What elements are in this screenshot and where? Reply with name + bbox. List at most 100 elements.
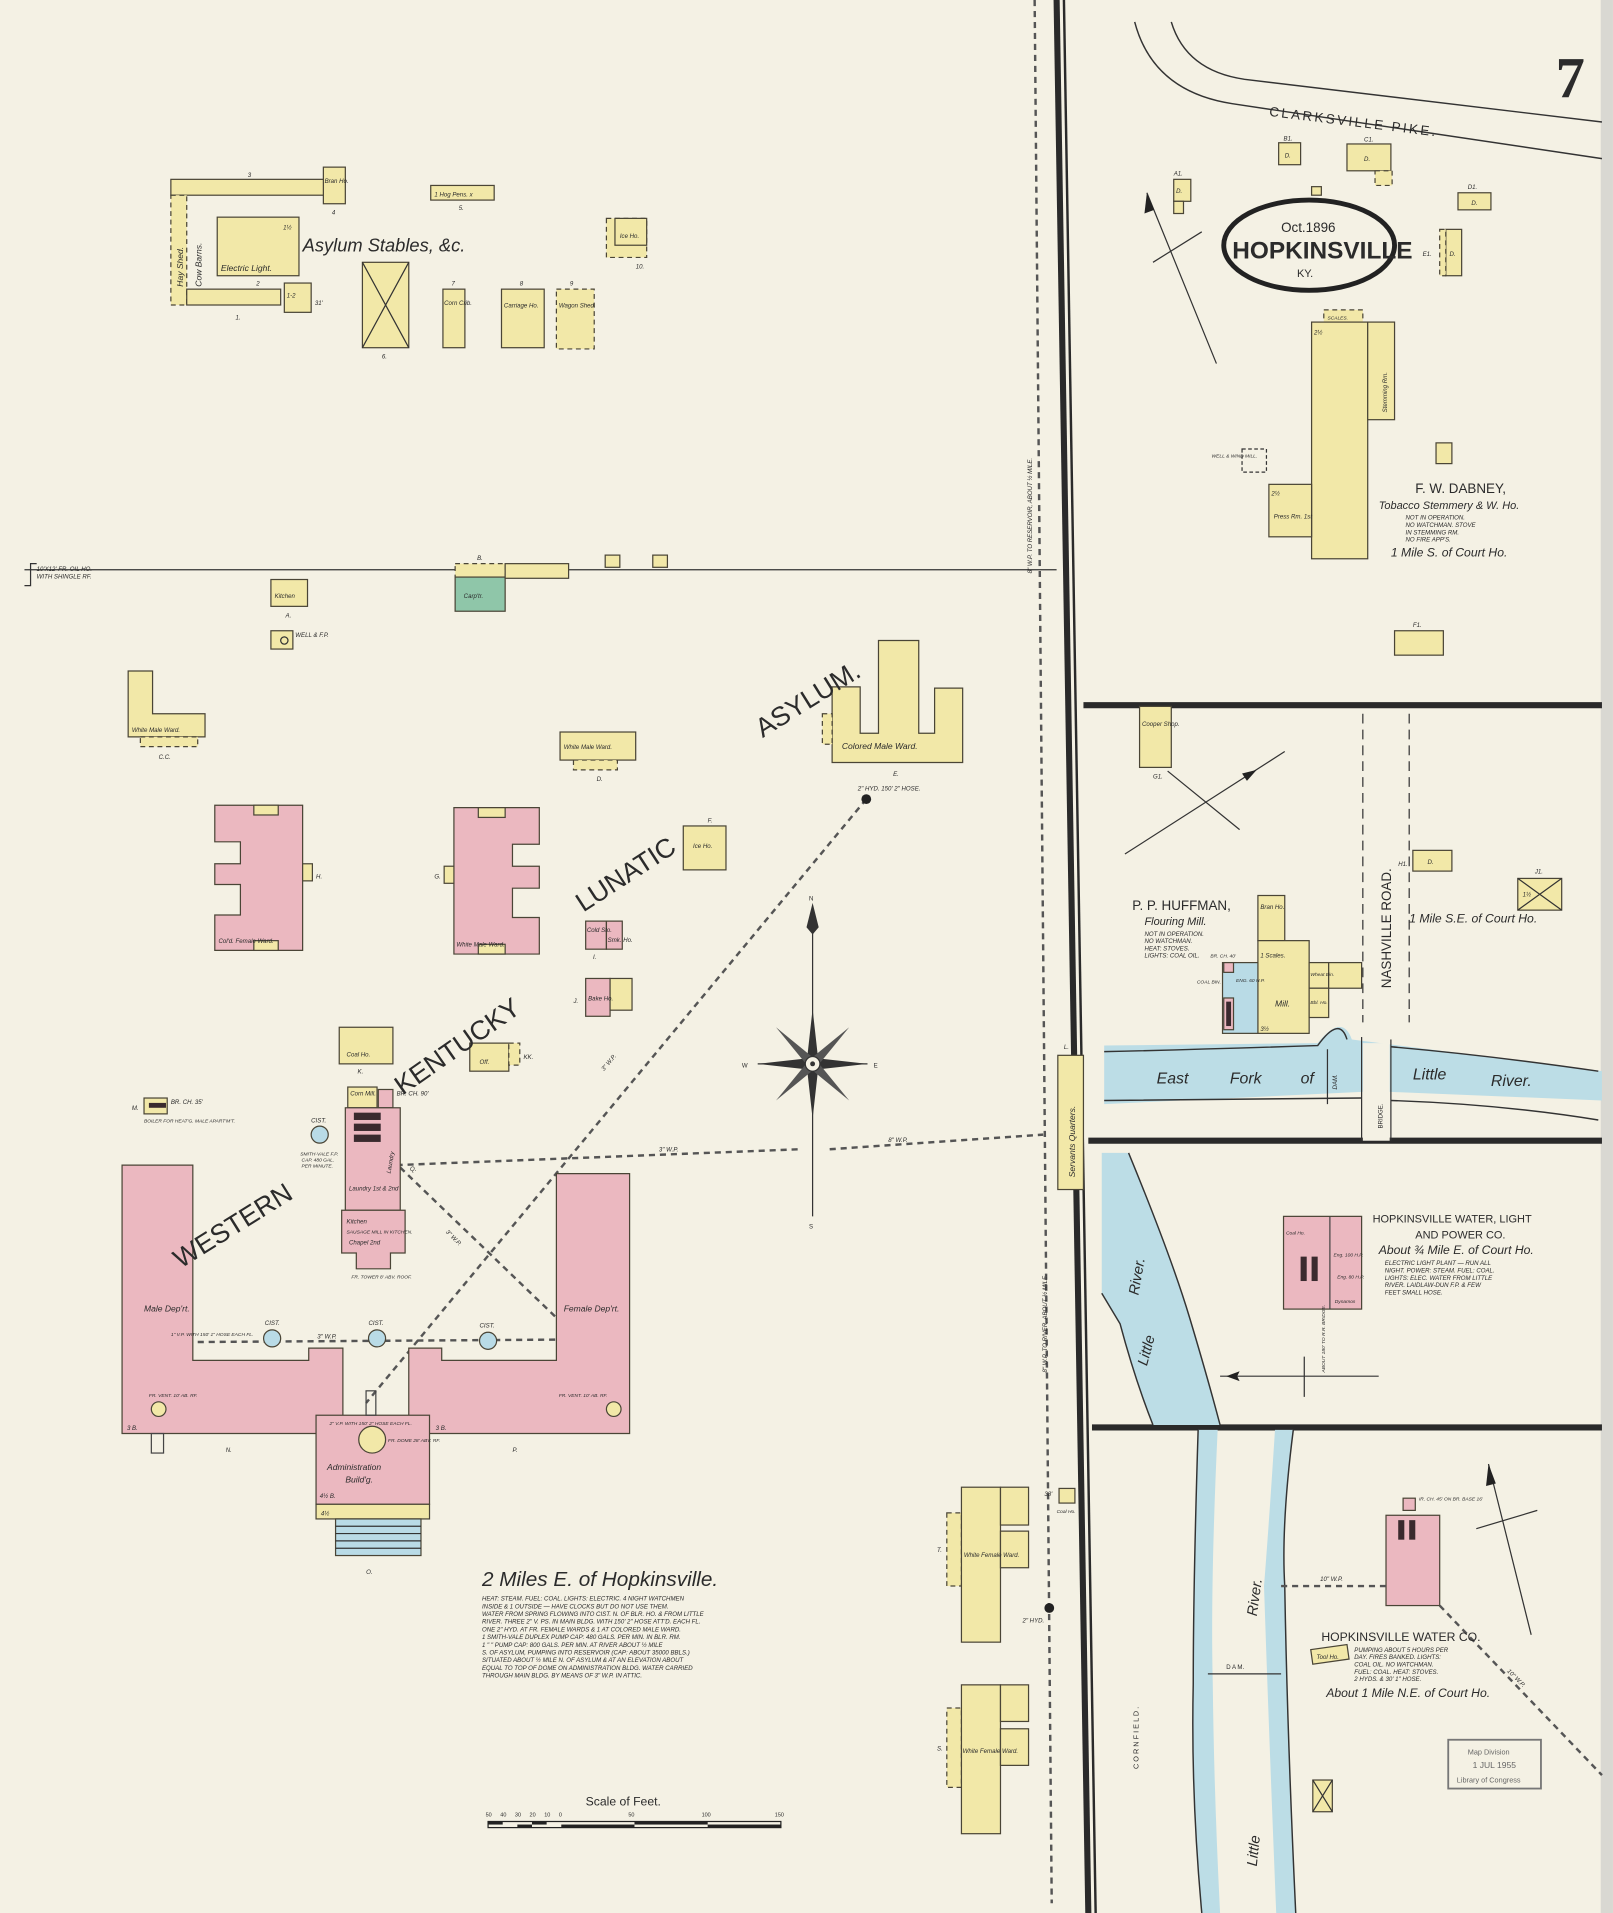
dabney-press-label: Press Rm. 1st: [1274, 514, 1313, 521]
water-light-rooms-1-label: Eng. 100 H.P.: [1334, 1253, 1364, 1259]
asylum-boiler-label: BOILER FOR HEAT'G. MALE APART'M'T.: [144, 1118, 235, 1124]
huffman-location-label: 1 Mile S.E. of Court Ho.: [1409, 911, 1537, 925]
asylum-cisterns-0-label: CIST.: [311, 1117, 326, 1124]
roads-dam2-label: D A M.: [1226, 1664, 1244, 1671]
cooper-shop: [1138, 705, 1172, 769]
white-male-ward-cc: [127, 670, 206, 738]
asylum-vp-admin-label: 2" V.P. WITH 150' 2" HOSE EACH FL.: [328, 1421, 412, 1427]
map-mark: [477, 807, 506, 819]
water-co-notes-1-label: DAY. FIRES BANKED. LIGHTS:: [1354, 1654, 1441, 1661]
asylum-sb-left-label: 3 B.: [127, 1425, 138, 1432]
map-mark: [1409, 1520, 1416, 1540]
asylum-corn-mill-label: Corn Mill.: [350, 1091, 376, 1098]
map-mark: [1362, 1043, 1390, 1141]
map-mark: [148, 1102, 166, 1108]
asylum-cisterns-2-label: CIST.: [369, 1320, 384, 1327]
sheet-edge: [1600, 0, 1613, 1913]
east-fork-little-river: BRIDGE. DAM. East Fork of Little River.: [1104, 1026, 1602, 1141]
compass-s-label: S: [809, 1224, 813, 1231]
asylum-well-label: WELL & F.P.: [295, 632, 329, 639]
asylum-notes-text: HEAT: STEAM. FUEL: COAL. LIGHTS: ELECTRI…: [482, 1596, 705, 1680]
asylum-sb-right-label: 3 B.: [436, 1425, 447, 1432]
ice-house-f: [682, 825, 727, 871]
water-light-power-co: Little River. Coal Ho. Eng. 100 H.P. Eng…: [1101, 1152, 1534, 1426]
dabney-location-label: 1 Mile S. of Court Ho.: [1391, 545, 1508, 559]
asylum-wards-cold-female-label: Col'd. Female Ward.: [218, 938, 273, 945]
asylum-fr-tower-label: FR. TOWER 8' ABV. ROOF.: [351, 1275, 412, 1281]
map-mark: [821, 713, 833, 745]
map-mark: [999, 1684, 1030, 1723]
map-date: Oct.1896: [1281, 220, 1335, 235]
asylum-dim-38-label: 38': [1044, 1491, 1053, 1498]
water-light-bridge-note-label: ABOUT 180' TO R.R. BRIDGE.: [1321, 1305, 1327, 1374]
asylum-kitchen-label: Kitchen: [275, 593, 296, 600]
pipe-label-river: 8" W.P. TO RIVER, ABOUT ½ MILE.: [1042, 1274, 1049, 1372]
horizontal-pipe: [396, 1148, 800, 1167]
map-mark: [334, 1518, 422, 1557]
asylum-admin-stories-label: 4½ B.: [320, 1493, 336, 1500]
water-co-notes-3-label: FUEL: COAL. HEAT: STOVES.: [1354, 1669, 1438, 1676]
map-mark: [253, 940, 279, 952]
map-mark: [707, 1824, 781, 1828]
asylum-j-letter-label: J.: [572, 998, 578, 1005]
asylum-o-letter-label: O.: [366, 1569, 372, 1576]
stamp-line3-label: Library of Congress: [1457, 1775, 1521, 1784]
water-light-notes-2-label: LIGHTS: ELEC. WATER FROM LITTLE: [1385, 1275, 1493, 1282]
asylum-wards-g-letter-label: G.: [434, 873, 440, 880]
boiler-chimney: [377, 1088, 394, 1109]
map-mark: [1221, 197, 1397, 293]
map-mark: [1241, 448, 1268, 473]
scale-tick-label: 10: [544, 1813, 550, 1819]
page-number: 7: [1556, 46, 1585, 111]
map-mark: [1062, 0, 1097, 1913]
asylum-stables-numbers-8-label: 9: [570, 280, 574, 287]
hydrant-label: 2" HYD.: [1021, 1618, 1044, 1625]
map-mark: [572, 759, 619, 771]
asylum-stables-dim-31-label: 31': [315, 300, 324, 307]
map-mark: [1412, 849, 1453, 872]
oil-house-label: 10'X12' FR. OIL HO.: [37, 566, 92, 573]
map-mark: [488, 1821, 503, 1825]
dabney-dwellings-4-label: D.: [1449, 251, 1455, 258]
asylum-smk-ho-label: Smk. Ho.: [608, 937, 633, 944]
porch: [315, 1503, 431, 1520]
huffman-mill-stories-label: 3½: [1260, 1026, 1268, 1033]
dabney-letters-4-label: E1.: [1423, 251, 1432, 258]
kitchen-a: [270, 578, 309, 607]
dabney-stories-label: 2½: [1313, 329, 1322, 336]
asylum-stables-electric-light-label: Electric Light.: [221, 263, 272, 273]
map-mark: [283, 282, 312, 313]
asylum-ice-ho-f-label: Ice Ho.: [693, 843, 712, 850]
asylum-vp-male-label: 1" V.P. WITH 150' 1" HOSE EACH FL.: [171, 1332, 254, 1338]
asylum-stables-numbers-4-label: 5.: [459, 205, 464, 212]
asylum-notes: 2 Miles E. of Hopkinsville. HEAT: STEAM.…: [481, 1568, 718, 1680]
asylum-kitchen-chapel-0-label: Kitchen: [347, 1219, 368, 1226]
rivers-east-fork-1-label: Fork: [1230, 1070, 1263, 1087]
asylum-note-line: HEAT: STEAM. FUEL: COAL. LIGHTS: ELECTRI…: [482, 1596, 685, 1603]
asylum-kitchen-letter-label: A.: [285, 612, 292, 619]
asylum-location: 2 Miles E. of Hopkinsville.: [481, 1568, 718, 1591]
asylum-note-line: S. OF ASYLUM, PUMPING INTO RESERVOIR (CA…: [482, 1649, 690, 1656]
map-mark: [960, 1684, 1002, 1835]
map-mark: [1346, 143, 1392, 172]
small-coal-house: [1058, 1487, 1076, 1504]
huffman-cooper-label: Cooper Shop.: [1142, 721, 1180, 728]
map-mark: [960, 1486, 1002, 1643]
huffman-notes-2-label: HEAT: STOVES.: [1144, 945, 1189, 952]
compass-rose-icon: N S E W: [742, 895, 878, 1230]
map-mark: [1447, 1738, 1542, 1790]
main-asylum-building: Male Dep'rt. Female Dep'rt. Administrati…: [121, 1164, 631, 1576]
asylum-stables-numbers-7-label: 8: [520, 280, 524, 287]
corn-crib: [442, 288, 466, 349]
rivers-little-river-a-1-label: River.: [1127, 1256, 1149, 1296]
pipe-label: 8" W.P.: [888, 1137, 907, 1144]
asylum-smith-vale-label: SMITH-VALE F.P. CAP. 480 GAL. PER MINUTE…: [300, 1151, 338, 1169]
huffman-eng-label: ENG. 60 H.P.: [1236, 978, 1265, 984]
smoke-house: [605, 920, 623, 950]
huffman-notes-0-label: NOT IN OPERATION.: [1144, 931, 1203, 938]
asylum-wards-d-letter-label: D.: [597, 776, 603, 783]
map-mark: [280, 636, 289, 645]
huffman-h1-label: H1.: [1398, 861, 1407, 868]
asylum-male-dept-label: Male Dep'rt.: [144, 1304, 190, 1314]
map-mark: [1278, 142, 1302, 166]
